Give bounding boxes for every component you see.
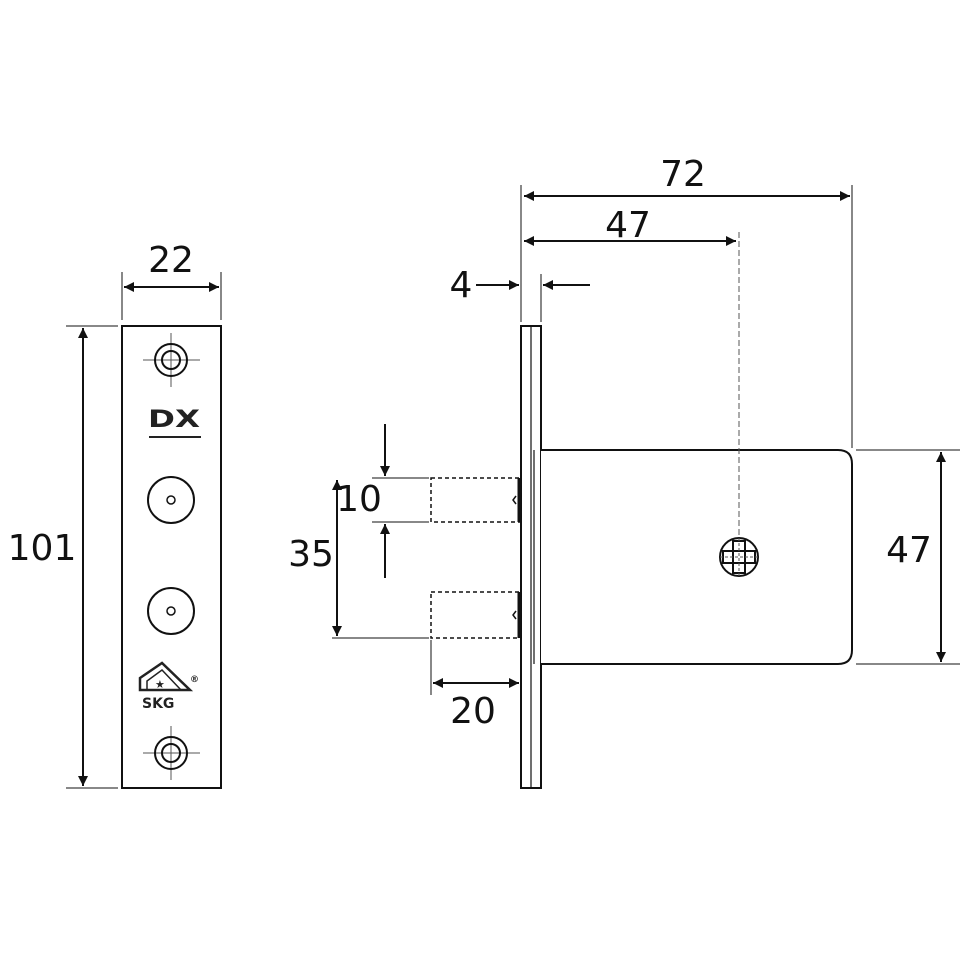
dim-label-faceplate-width: 22 (148, 240, 194, 281)
screw-hole-top-icon (143, 333, 200, 387)
faceplate-outline (121, 325, 222, 789)
strike-hole-lower-icon (147, 587, 195, 635)
dim-label-pin-diameter: 10 (336, 479, 382, 520)
dim-label-body-height: 47 (886, 530, 932, 571)
dimension-pin-length: 20 (430, 640, 519, 732)
skg-logo-text: SKG (142, 696, 174, 712)
dimension-plate-thickness: 4 (450, 265, 590, 322)
strike-hole-upper-icon (147, 476, 195, 524)
dim-label-pin-spacing: 35 (288, 534, 334, 575)
brand-logo-icon: DX (148, 405, 201, 438)
dim-label-backset: 47 (605, 205, 651, 246)
dimension-pin-diameter: 10 (336, 424, 429, 578)
skg-star-icon: ★ (155, 678, 165, 691)
dimension-body-height: 47 (856, 449, 960, 665)
screw-hole-bottom-icon (143, 726, 200, 780)
brand-logo-text: DX (148, 405, 201, 433)
dimension-backset: 47 (524, 205, 740, 536)
dim-label-faceplate-height: 101 (8, 528, 77, 569)
lock-body (541, 449, 853, 665)
dimension-pin-spacing: 35 (288, 480, 429, 639)
skg-logo-icon: ★ SKG ® (138, 661, 199, 712)
dim-label-pin-length: 20 (450, 691, 496, 732)
dim-label-plate-thickness: 4 (450, 265, 473, 306)
dimension-faceplate-height: 101 (8, 325, 118, 789)
pin-upper (430, 477, 522, 523)
dimension-overall-depth: 72 (520, 154, 853, 448)
cross-screw-icon (719, 537, 759, 577)
dim-label-overall-depth: 72 (660, 154, 706, 195)
dimension-faceplate-width: 22 (121, 240, 222, 320)
pin-lower (430, 591, 522, 639)
faceplate-front-view: DX ★ SKG ® (121, 325, 222, 789)
lock-side-view (430, 325, 853, 789)
registered-mark: ® (190, 675, 199, 685)
